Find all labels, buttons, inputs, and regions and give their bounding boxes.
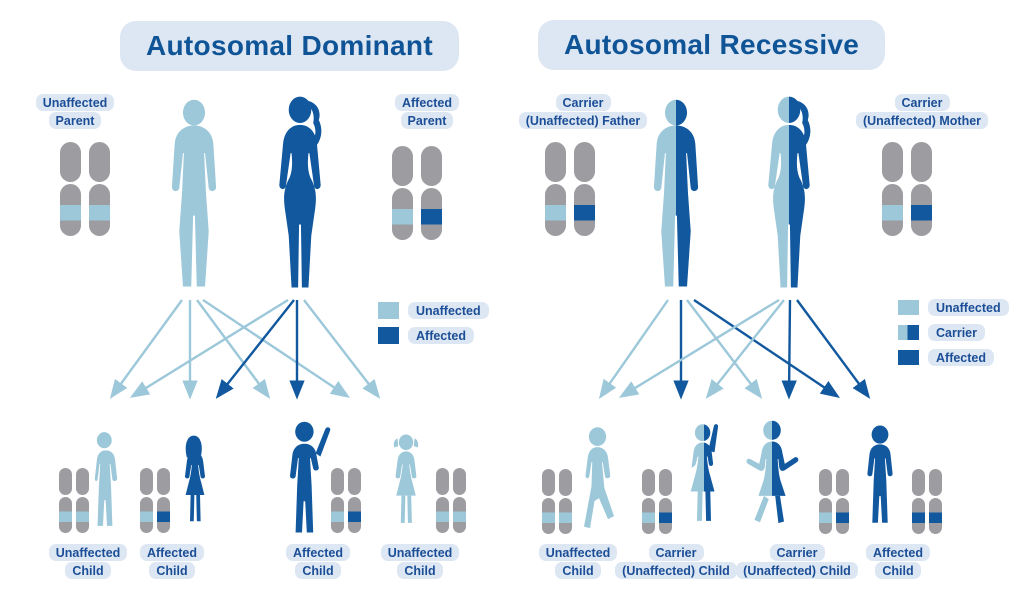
dominant-child-4-figure	[393, 434, 419, 523]
inheritance-arrow	[796, 299, 871, 399]
inheritance-arrow	[109, 299, 183, 399]
recessive-father-figure	[653, 99, 699, 287]
chromosome-pair-icon	[545, 142, 595, 236]
recessive-child-1-label: Unaffected Child	[518, 544, 638, 579]
inheritance-arrow	[693, 299, 840, 399]
recessive-mother-figure	[768, 96, 811, 288]
legend-item-affected: Affected	[898, 349, 1009, 366]
chromosome-pair-icon	[542, 469, 572, 534]
dominant-child-1-label: Unaffected Child	[28, 544, 148, 579]
recessive-child-1-figure	[584, 427, 614, 529]
inheritance-arrow	[598, 299, 669, 399]
dominant-child-4-label: Unaffected Child	[360, 544, 480, 579]
unaffected-swatch-icon	[898, 300, 919, 315]
inheritance-arrow	[705, 299, 785, 399]
dominant-father-figure	[171, 99, 217, 287]
chromosome-pair-icon	[140, 468, 170, 533]
unaffected-swatch-icon	[378, 302, 399, 319]
panel-title-dominant: Autosomal Dominant	[120, 21, 459, 71]
recessive-child-2-figure	[690, 424, 719, 521]
dominant-mother-figure	[279, 96, 322, 288]
chromosome-pair-icon	[436, 468, 466, 533]
inheritance-arrow	[618, 298, 780, 398]
inheritance-arrow	[781, 299, 797, 400]
recessive-child-3-label: Carrier (Unaffected) Child	[727, 544, 867, 579]
recessive-mother-label: Carrier (Unaffected) Mother	[855, 94, 989, 129]
legend-item-unaffected: Unaffected	[378, 302, 489, 319]
recessive-child-4-figure	[867, 425, 893, 523]
affected-swatch-icon	[378, 327, 399, 344]
panel-title-recessive: Autosomal Recessive	[538, 20, 886, 70]
carrier-swatch-icon	[898, 325, 919, 340]
recessive-child-3-figure	[746, 420, 799, 524]
inheritance-arrow	[686, 299, 763, 399]
dominant-child-2-figure	[185, 435, 205, 522]
dominant-child-1-figure	[94, 432, 118, 526]
recessive-father-label: Carrier (Unaffected) Father	[518, 94, 648, 129]
dominant-child-3-figure	[290, 421, 331, 533]
chromosome-pair-icon	[912, 469, 942, 534]
legend-item-affected: Affected	[378, 327, 489, 344]
dominant-child-2-label: Affected Child	[112, 544, 232, 579]
chromosome-pair-icon	[819, 469, 849, 534]
chromosome-pair-icon	[882, 142, 932, 236]
inheritance-arrow	[202, 299, 350, 398]
chromosome-pair-icon	[392, 146, 442, 240]
chromosome-pair-icon	[642, 469, 672, 534]
recessive-legend: Unaffected Carrier Affected	[898, 299, 1009, 374]
chromosome-pair-icon	[60, 142, 110, 236]
dominant-mother-label: Affected Parent	[372, 94, 482, 129]
dominant-father-label: Unaffected Parent	[20, 94, 130, 129]
inheritance-arrow	[129, 298, 289, 398]
chromosome-pair-icon	[59, 468, 89, 533]
legend-item-unaffected: Unaffected	[898, 299, 1009, 316]
affected-swatch-icon	[898, 350, 919, 365]
inheritance-arrow	[196, 299, 271, 399]
dominant-legend: Unaffected Affected	[378, 302, 489, 352]
legend-item-carrier: Carrier	[898, 324, 1009, 341]
inheritance-arrow	[303, 299, 381, 399]
inheritance-arrow	[215, 299, 295, 399]
dominant-child-3-label: Affected Child	[258, 544, 378, 579]
recessive-child-4-label: Affected Child	[838, 544, 958, 579]
recessive-child-2-label: Carrier (Unaffected) Child	[606, 544, 746, 579]
chromosome-pair-icon	[331, 468, 361, 533]
